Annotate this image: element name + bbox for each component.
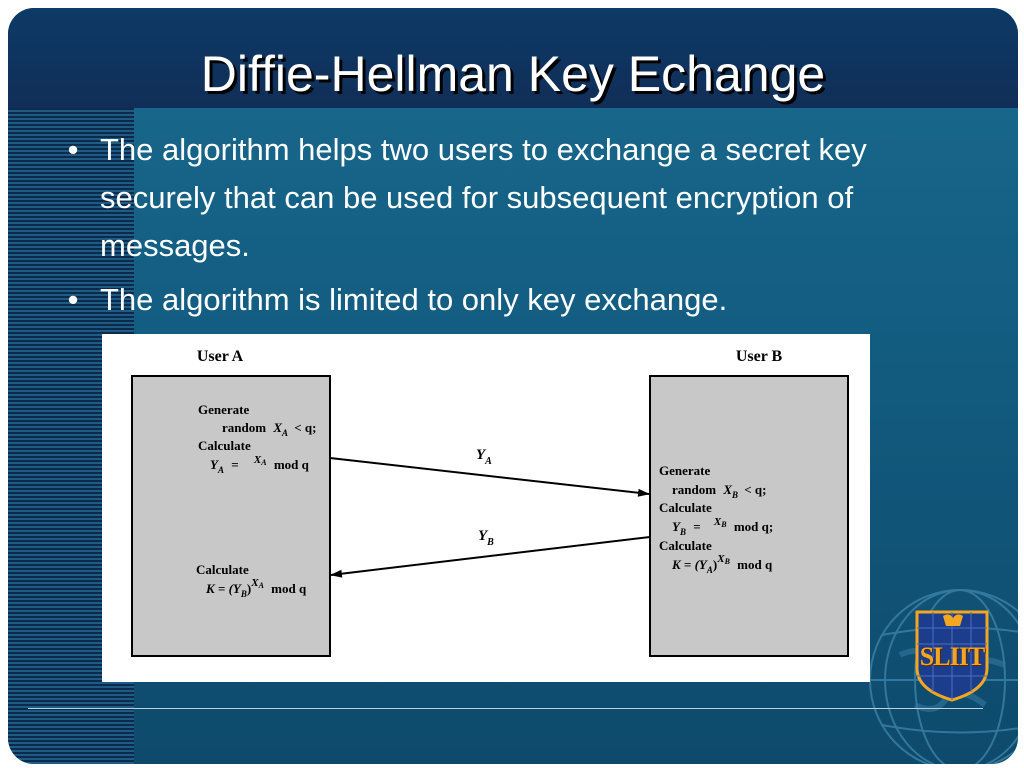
bullet-item: • The algorithm is limited to only key e… [58, 276, 938, 324]
bullet-item: • The algorithm helps two users to excha… [58, 126, 938, 270]
arrow-b-to-a-label: YB [478, 528, 494, 548]
user-b-label: User B [736, 348, 783, 365]
bullet-icon: • [67, 282, 79, 317]
header-band [8, 8, 1018, 108]
user-a-k-formula: K = (YB)XA mod q [205, 576, 307, 599]
sliit-logo: SLIIT [913, 608, 991, 702]
arrow-b-to-a [330, 536, 651, 578]
diagram-svg: User A Generate random XA < q; Calculate… [131, 348, 849, 657]
user-b-calculate-2: Calculate [659, 538, 712, 553]
user-a-calculate: Calculate [198, 438, 251, 453]
user-a-generate: Generate [198, 402, 249, 417]
bullet-text: The algorithm is limited to only key exc… [100, 282, 728, 317]
bullet-icon: • [67, 132, 79, 167]
logo-text: SLIIT [919, 642, 985, 671]
slide-title: Diffie-Hellman Key Echange [200, 46, 826, 102]
user-b-random-line: random XB < q; [672, 482, 766, 501]
diffie-hellman-diagram: User A Generate random XA < q; Calculate… [102, 334, 870, 682]
user-a-calculate-2: Calculate [196, 562, 249, 577]
lion-icon [943, 614, 963, 626]
footer-divider [28, 708, 983, 709]
arrow-a-to-b-label: YA [476, 447, 492, 467]
user-b-k-formula: K = (YA)XB mod q [671, 552, 773, 575]
bullet-text: The algorithm helps two users to exchang… [100, 132, 867, 263]
user-b-generate: Generate [659, 463, 710, 478]
arrow-a-to-b [329, 457, 650, 497]
user-a-box [131, 375, 331, 657]
user-a-random-line: random XA < q; [222, 420, 316, 439]
user-a-ya-formula: YA = XA mod q [210, 453, 310, 476]
user-a-label: User A [197, 348, 244, 365]
bullet-list: • The algorithm helps two users to excha… [58, 126, 938, 330]
user-b-yb-formula: YB = XB mod q; [672, 515, 773, 538]
shield-icon [915, 610, 989, 702]
user-b-calculate: Calculate [659, 500, 712, 515]
user-b-box [649, 375, 849, 657]
